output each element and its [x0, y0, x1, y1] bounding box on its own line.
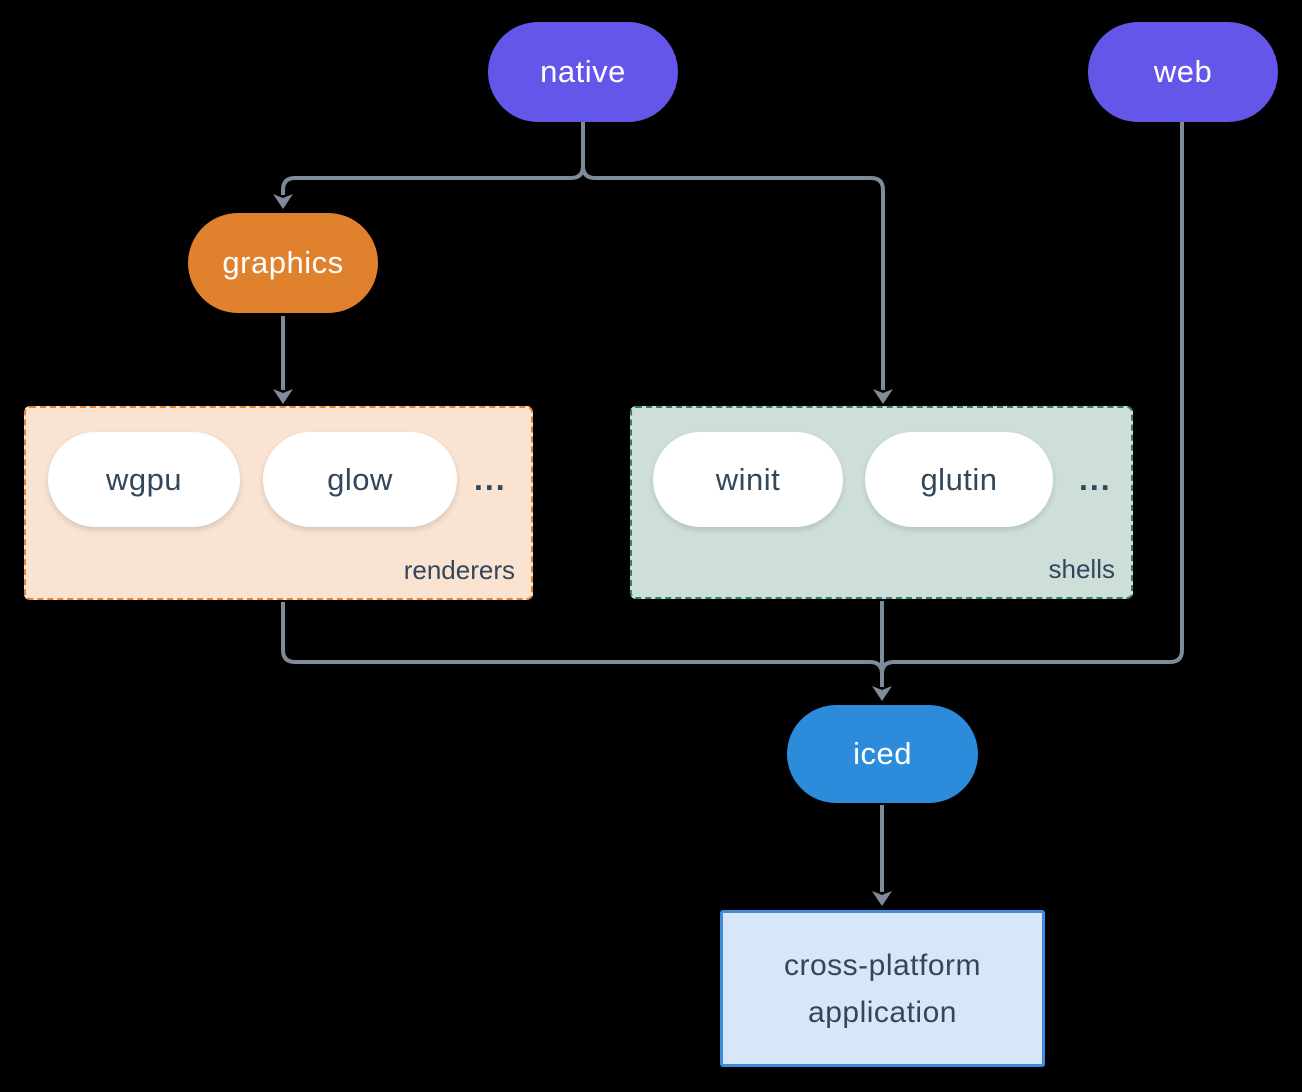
node-native-label: native [540, 54, 626, 89]
node-application-line1: cross-platform [783, 948, 982, 982]
node-glutin-label: glutin [920, 461, 998, 497]
edge-renderers-iced [281, 602, 884, 675]
group-renderers-label: renderers [403, 555, 515, 585]
arrowhead-shells [873, 389, 893, 404]
node-application-line2: application [808, 995, 957, 1029]
group-shells-label: shells [1048, 554, 1115, 584]
node-graphics: graphics [188, 213, 378, 313]
group-shells: winit glutin ... shells [630, 406, 1133, 599]
node-application: cross-platform application [720, 910, 1045, 1067]
shells-ellipsis: ... [1079, 461, 1112, 497]
arrowhead-graphics [273, 194, 293, 209]
node-winit-label: winit [715, 461, 781, 497]
node-wgpu: wgpu [48, 432, 240, 527]
node-iced-label: iced [853, 736, 912, 771]
renderers-ellipsis: ... [474, 461, 507, 497]
edge-native-shells [581, 122, 885, 390]
node-native: native [488, 22, 678, 122]
node-wgpu-label: wgpu [105, 461, 183, 497]
edge-native-graphics [281, 122, 585, 195]
arrowhead-renderers [273, 389, 293, 404]
node-iced: iced [787, 705, 978, 803]
node-winit: winit [653, 432, 843, 527]
node-glutin: glutin [865, 432, 1053, 527]
group-renderers: wgpu glow ... renderers [24, 406, 533, 600]
node-glow-label: glow [327, 461, 393, 497]
arrowhead-application [872, 891, 892, 906]
node-glow: glow [263, 432, 457, 527]
node-web-label: web [1153, 54, 1213, 89]
arrowhead-iced [872, 686, 892, 701]
node-web: web [1088, 22, 1278, 122]
node-graphics-label: graphics [222, 245, 344, 280]
